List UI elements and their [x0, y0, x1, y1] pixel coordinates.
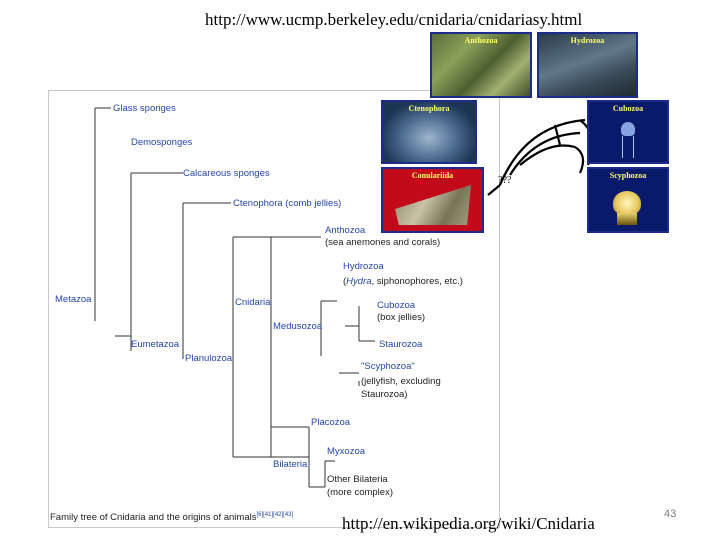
- tree-node-metazoa[interactable]: Metazoa: [55, 294, 92, 305]
- tree-node-cubozoa-desc: (box jellies): [377, 312, 426, 323]
- tree-node-hydrozoa-desc: (Hydra, siphonophores, etc.): [343, 276, 463, 287]
- tree-node-calcareous-sponges[interactable]: Calcareous sponges: [183, 168, 270, 179]
- tree-node-anthozoa[interactable]: Anthozoa: [325, 225, 366, 236]
- tree-node-other-bilateria: Other Bilateria: [327, 474, 388, 485]
- anthozoa-thumbnail[interactable]: Anthozoa: [430, 32, 532, 98]
- tree-node-hydrozoa[interactable]: Hydrozoa: [343, 261, 384, 272]
- tree-node-cubozoa[interactable]: Cubozoa: [377, 300, 416, 311]
- tree-node-myxozoa[interactable]: Myxozoa: [327, 446, 366, 457]
- tree-node-scyphozoa-desc-2: Staurozoa): [361, 389, 408, 400]
- tree-node-cnidaria[interactable]: Cnidaria: [235, 297, 271, 308]
- tree-node-planulozoa[interactable]: Planulozoa: [185, 353, 233, 364]
- top-source-url[interactable]: http://www.ucmp.berkeley.edu/cnidaria/cn…: [205, 10, 583, 29]
- tree-node-medusozoa[interactable]: Medusozoa: [273, 321, 323, 332]
- cubozoa-thumbnail[interactable]: Cubozoa: [587, 100, 669, 164]
- tree-node-placozoa[interactable]: Placozoa: [311, 417, 351, 428]
- hydra-link[interactable]: Hydra: [346, 276, 372, 287]
- tree-node-anthozoa-desc: (sea anemones and corals): [325, 237, 441, 248]
- tree-node-staurozoa[interactable]: Staurozoa: [379, 339, 423, 350]
- tree-node-ctenophora[interactable]: Ctenophora (comb jellies): [233, 198, 342, 209]
- tree-node-other-bilateria-desc: (more complex): [327, 487, 393, 498]
- tree-node-demosponges[interactable]: Demosponges: [131, 137, 193, 148]
- slide-number: 43: [664, 508, 677, 520]
- bottom-source-url[interactable]: http://en.wikipedia.org/wiki/Cnidaria: [342, 514, 595, 533]
- hydrozoa-thumbnail[interactable]: Hydrozoa: [537, 32, 638, 98]
- ctenophora-thumbnail[interactable]: Ctenophora: [381, 100, 477, 164]
- conulariida-thumbnail[interactable]: Conulariida: [381, 167, 484, 233]
- tree-node-eumetazoa[interactable]: Eumetazoa: [131, 339, 180, 350]
- tree-node-bilateria[interactable]: Bilateria: [273, 459, 308, 470]
- unknown-position-marker: ???: [498, 175, 512, 186]
- tree-node-scyphozoa[interactable]: "Scyphozoa": [361, 361, 415, 372]
- tree-lines: [94, 107, 375, 488]
- scyphozoa-thumbnail[interactable]: Scyphozoa: [587, 167, 669, 233]
- tree-node-scyphozoa-desc-1: (jellyfish, excluding: [361, 376, 441, 387]
- tree-caption: Family tree of Cnidaria and the origins …: [50, 512, 294, 524]
- caption-references[interactable]: [6][41][42][43]: [256, 512, 294, 518]
- tree-node-glass-sponges[interactable]: Glass sponges: [113, 103, 176, 114]
